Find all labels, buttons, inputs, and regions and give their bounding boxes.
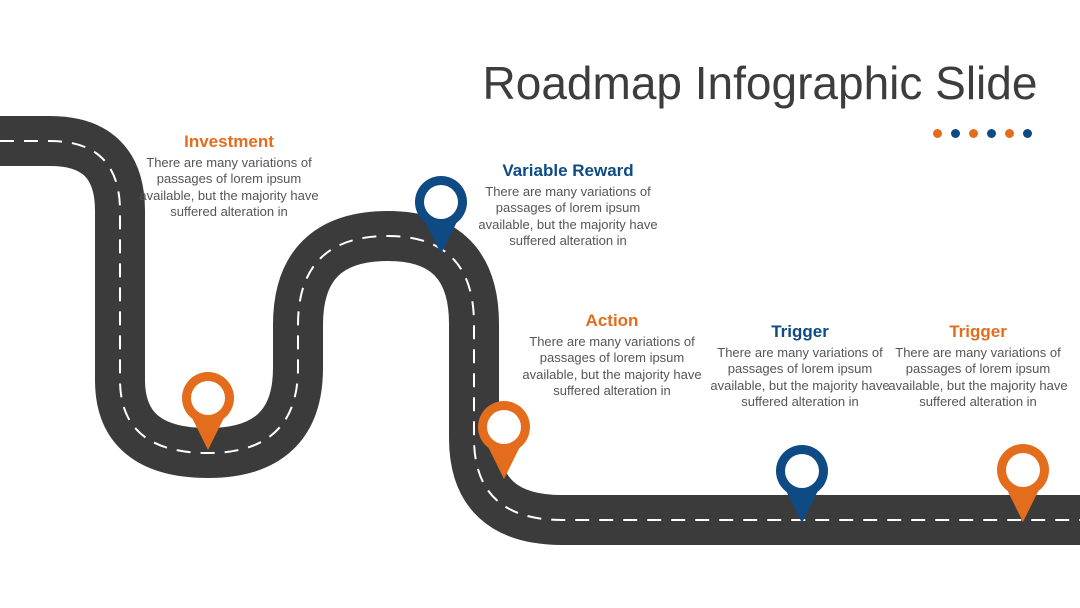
milestone-description: There are many variations of passages of… (478, 184, 658, 249)
map-pin-icon (415, 176, 467, 254)
decorative-dots (933, 129, 1032, 138)
map-pin-icon (776, 445, 828, 523)
milestone-title: Variable Reward (502, 161, 634, 180)
milestone-title: Action (585, 311, 639, 330)
dot-icon (951, 129, 960, 138)
milestone-action: Action There are many variations of pass… (512, 310, 712, 400)
milestone-description: There are many variations of passages of… (139, 155, 319, 220)
road-center-line (0, 140, 1080, 521)
map-pin-icon (182, 372, 234, 450)
milestone-description: There are many variations of passages of… (888, 345, 1068, 410)
milestone-trigger-2: Trigger There are many variations of pas… (878, 321, 1078, 411)
dot-icon (1005, 129, 1014, 138)
dot-icon (933, 129, 942, 138)
milestone-investment: Investment There are many variations of … (129, 131, 329, 221)
milestone-description: There are many variations of passages of… (710, 345, 890, 410)
map-pin-icon (997, 444, 1049, 522)
dot-icon (1023, 129, 1032, 138)
dot-icon (987, 129, 996, 138)
dot-icon (969, 129, 978, 138)
milestone-trigger-1: Trigger There are many variations of pas… (700, 321, 900, 411)
milestone-title: Investment (184, 132, 274, 151)
milestone-title: Trigger (949, 322, 1007, 341)
map-pin-icon (478, 401, 530, 479)
milestone-description: There are many variations of passages of… (522, 334, 702, 399)
slide-title: Roadmap Infographic Slide (482, 57, 1038, 109)
milestone-variable-reward: Variable Reward There are many variation… (468, 160, 668, 250)
milestone-title: Trigger (771, 322, 829, 341)
